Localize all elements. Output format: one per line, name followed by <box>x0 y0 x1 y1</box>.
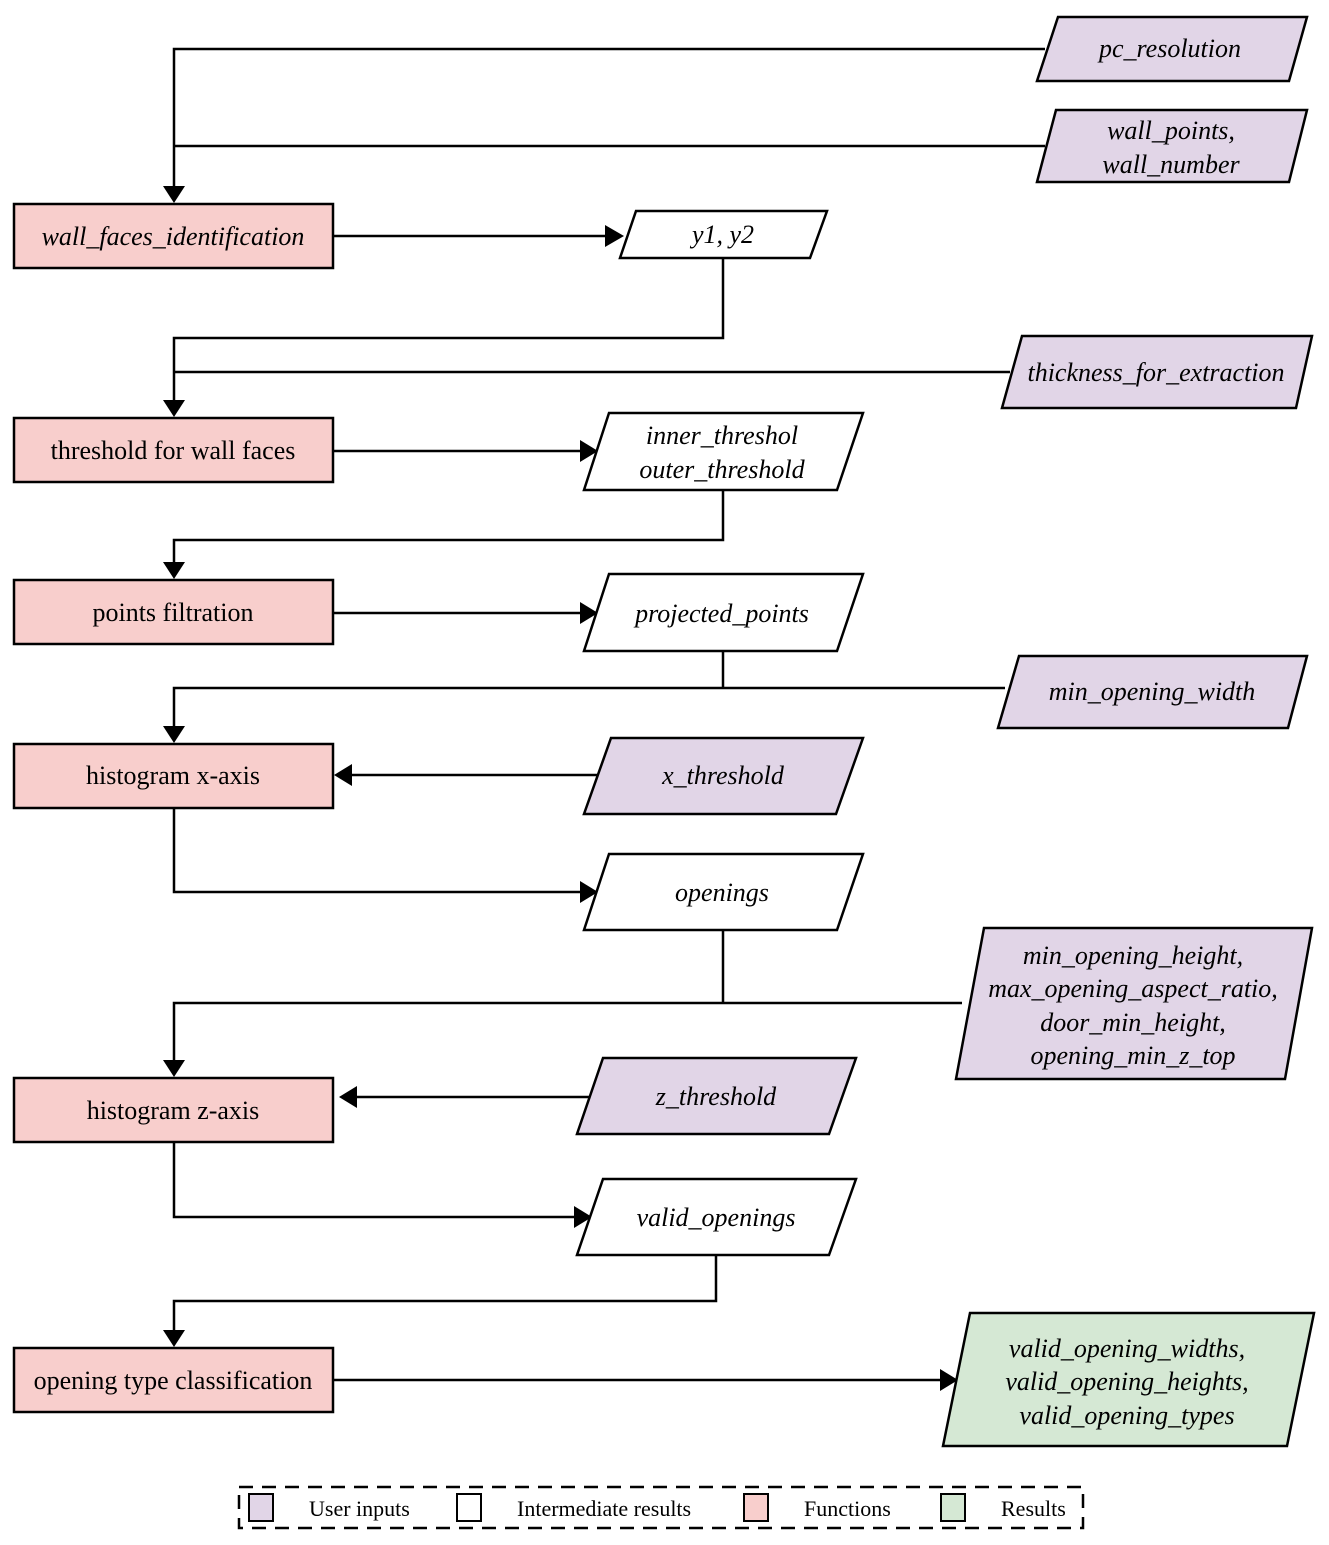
max-opening-aspect-ratio-label: max_opening_aspect_ratio, <box>988 974 1278 1003</box>
wall-faces-identification-box[interactable]: wall_faces_identification <box>12 202 335 270</box>
pc-resolution-label: pc_resolution <box>1097 34 1241 63</box>
wall-points-input[interactable]: wall_points, wall_number <box>1035 108 1309 184</box>
projected-points-label: projected_points <box>633 599 809 628</box>
threshold-for-wall-faces-box[interactable]: threshold for wall faces <box>12 416 335 484</box>
edges <box>163 47 1045 1391</box>
z-threshold-label: z_threshold <box>655 1082 777 1111</box>
legend-user-inputs-label: User inputs <box>309 1496 410 1521</box>
opening-min-z-top-label: opening_min_z_top <box>1030 1041 1235 1070</box>
legend-swatch-intermediate-results <box>456 1493 482 1522</box>
histogram-z-axis-label: histogram z-axis <box>87 1096 260 1125</box>
valid-openings-label: valid_openings <box>637 1203 796 1232</box>
histogram-z-axis-box[interactable]: histogram z-axis <box>12 1076 335 1144</box>
legend-frame <box>237 1485 1085 1530</box>
thickness-for-extraction-input[interactable]: thickness_for_extraction <box>1000 334 1314 410</box>
arrowhead <box>574 1206 592 1228</box>
legend-swatch-results <box>940 1493 966 1522</box>
outer-threshold-label: outer_threshold <box>639 455 805 484</box>
arrowhead <box>339 1086 357 1108</box>
min-opening-width-label: min_opening_width <box>1049 677 1256 706</box>
valid-outputs-node[interactable]: valid_opening_widths, valid_opening_heig… <box>941 1311 1316 1448</box>
intermediate-nodes: y1, y2 inner_threshol outer_threshold pr… <box>575 209 865 1257</box>
valid-opening-heights-label: valid_opening_heights, <box>1005 1367 1248 1396</box>
histogram-x-axis-box[interactable]: histogram x-axis <box>12 742 335 810</box>
wall-number-label: wall_number <box>1102 150 1240 179</box>
arrowhead <box>580 881 598 903</box>
legend-item-intermediate-results: Intermediate results <box>456 1493 691 1522</box>
legend-results-label: Results <box>1001 1496 1066 1521</box>
legend-item-results: Results <box>940 1493 1066 1522</box>
edge-y1y2-down <box>172 258 725 400</box>
arrowhead <box>940 1369 958 1391</box>
min-opening-height-label: min_opening_height, <box>1023 941 1243 970</box>
arrowhead <box>580 440 598 462</box>
arrowhead <box>163 1060 185 1077</box>
opening-parameters-input[interactable]: min_opening_height, max_opening_aspect_r… <box>954 926 1314 1081</box>
arrowhead <box>163 726 185 743</box>
points-filtration-box[interactable]: points filtration <box>12 578 335 646</box>
arrowhead <box>163 1330 185 1347</box>
threshold-for-wall-faces-label: threshold for wall faces <box>51 436 296 465</box>
projected-points-node[interactable]: projected_points <box>582 572 865 653</box>
function-boxes: wall_faces_identification threshold for … <box>12 202 335 1414</box>
arrowhead <box>163 400 185 417</box>
door-min-height-label: door_min_height, <box>1040 1008 1226 1037</box>
arrowhead <box>580 602 598 624</box>
arrowhead <box>163 562 185 579</box>
edge-valid-down <box>172 1256 718 1330</box>
opening-type-classification-box[interactable]: opening type classification <box>12 1346 335 1414</box>
legend-item-functions: Functions <box>743 1493 891 1522</box>
min-opening-width-input[interactable]: min_opening_width <box>996 654 1309 730</box>
edge-min-opening-width <box>172 686 1005 726</box>
legend-swatch-user-inputs <box>248 1493 274 1522</box>
arrowhead <box>163 186 185 203</box>
arrowhead <box>334 764 352 786</box>
valid-opening-types-label: valid_opening_types <box>1019 1401 1234 1430</box>
legend-swatch-functions <box>743 1493 769 1522</box>
x-threshold-input[interactable]: x_threshold <box>582 736 865 816</box>
pc-resolution-input[interactable]: pc_resolution <box>1035 15 1309 83</box>
z-threshold-input[interactable]: z_threshold <box>575 1056 858 1136</box>
wall-points-label: wall_points, <box>1107 116 1235 145</box>
thickness-for-extraction-label: thickness_for_extraction <box>1027 358 1284 387</box>
legend: User inputs Intermediate results Functio… <box>237 1485 1085 1530</box>
edge-hz-to-valid <box>172 1142 574 1219</box>
openings-node[interactable]: openings <box>582 852 865 932</box>
y1-y2-label: y1, y2 <box>689 220 754 249</box>
points-filtration-label: points filtration <box>92 598 253 627</box>
edge-hx-to-openings <box>172 808 580 894</box>
inner-threshold-label: inner_threshol <box>646 421 798 450</box>
edge-pc-resolution <box>172 47 1045 186</box>
opening-type-classification-label: opening type classification <box>34 1366 313 1395</box>
x-threshold-label: x_threshold <box>661 761 785 790</box>
legend-functions-label: Functions <box>804 1496 891 1521</box>
edge-opening-params <box>172 1001 962 1060</box>
edge-thresholds-down <box>172 490 725 562</box>
wall-faces-identification-label: wall_faces_identification <box>42 222 305 251</box>
legend-intermediate-results-label: Intermediate results <box>517 1496 691 1521</box>
result-nodes: valid_opening_widths, valid_opening_heig… <box>941 1311 1316 1448</box>
thresholds-node[interactable]: inner_threshol outer_threshold <box>582 411 865 492</box>
valid-openings-node[interactable]: valid_openings <box>575 1177 858 1257</box>
arrowhead <box>605 225 624 247</box>
legend-item-user-inputs: User inputs <box>248 1493 410 1522</box>
openings-label: openings <box>675 878 769 907</box>
y1-y2-node[interactable]: y1, y2 <box>618 209 829 260</box>
histogram-x-axis-label: histogram x-axis <box>86 761 260 790</box>
valid-opening-widths-label: valid_opening_widths, <box>1009 1334 1245 1363</box>
user-input-nodes: pc_resolution wall_points, wall_number t… <box>575 15 1314 1136</box>
